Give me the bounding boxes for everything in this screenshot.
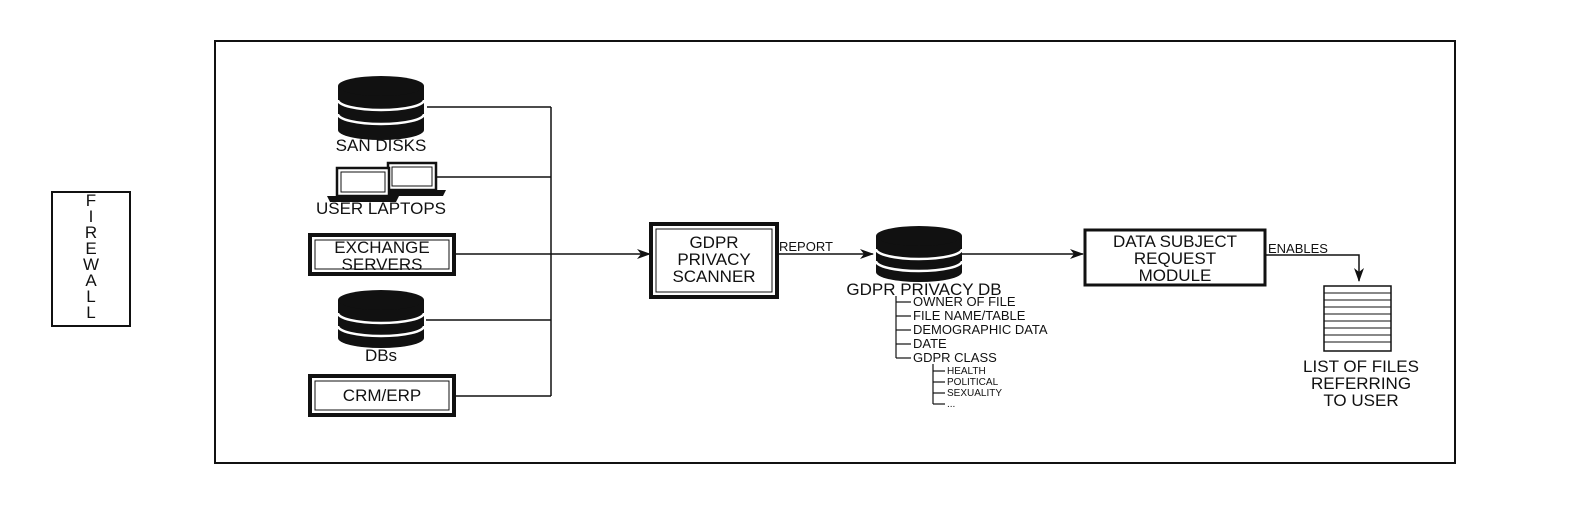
network-boundary [214, 40, 1456, 464]
firewall-letter: I [89, 207, 94, 226]
firewall-letter: R [85, 223, 97, 242]
list-output-line2: REFERRING [1311, 374, 1411, 393]
enables-arrow [1265, 254, 1364, 282]
gdpr-privacy-scanner-box: GDPR PRIVACY SCANNER [649, 222, 779, 299]
firewall-box: F I R E W A L L [51, 191, 131, 327]
dbs-source: DBs [336, 290, 426, 365]
dsr-label-line3: MODULE [1139, 266, 1212, 285]
gdpr-class-item: ... [947, 399, 955, 410]
dsr-label-line1: DATA SUBJECT [1113, 232, 1237, 251]
scanner-label-line1: GDPR [689, 233, 738, 252]
crm-erp-box: CRM/ERP [308, 374, 456, 417]
database-icon [336, 76, 426, 140]
firewall-letter: L [86, 287, 95, 306]
db-field: FILE NAME/TABLE [913, 308, 1026, 323]
exchange-label-line1: EXCHANGE [334, 238, 429, 257]
exchange-label-line2: SERVERS [342, 255, 423, 274]
san-disks-source: SAN DISKS [336, 76, 427, 155]
report-label: REPORT [779, 239, 833, 254]
database-icon [336, 290, 426, 348]
firewall-letter: F [86, 191, 96, 210]
user-laptops-label: USER LAPTOPS [316, 199, 446, 218]
user-laptops-source: USER LAPTOPS [316, 161, 446, 218]
db-field: DATE [913, 336, 947, 351]
gdpr-privacy-db: GDPR PRIVACY DB OWNER OF FILE FILE NAME/… [846, 226, 1048, 410]
db-field: GDPR CLASS [913, 350, 997, 365]
laptop-icon [378, 161, 446, 196]
source-connectors [426, 106, 651, 397]
firewall-letter: W [83, 255, 99, 274]
san-disks-label: SAN DISKS [336, 136, 427, 155]
gdpr-class-item: SEXUALITY [947, 388, 1002, 399]
scanner-label-line3: SCANNER [672, 267, 755, 286]
firewall-letter: A [85, 271, 97, 290]
dsr-label-line2: REQUEST [1134, 249, 1216, 268]
db-field: DEMOGRAPHIC DATA [913, 322, 1048, 337]
enables-label: ENABLES [1268, 241, 1328, 256]
list-output-line3: TO USER [1323, 391, 1398, 410]
dbs-label: DBs [365, 346, 397, 365]
db-field: OWNER OF FILE [913, 294, 1016, 309]
file-list-icon [1323, 285, 1392, 352]
laptop-icon [327, 166, 399, 202]
exchange-servers-box: EXCHANGE SERVERS [308, 233, 456, 276]
data-subject-request-module-box: DATA SUBJECT REQUEST MODULE [1083, 228, 1267, 287]
database-icon [874, 226, 964, 282]
crm-erp-label: CRM/ERP [343, 386, 421, 405]
privacy-db-title: GDPR PRIVACY DB [846, 280, 1001, 299]
firewall-letter: E [85, 239, 96, 258]
db-field-tree [895, 296, 945, 405]
gdpr-class-item: HEALTH [947, 366, 986, 377]
scanner-label-line2: PRIVACY [677, 250, 750, 269]
gdpr-class-item: POLITICAL [947, 377, 999, 388]
firewall-letter: L [86, 303, 95, 322]
list-output-line1: LIST OF FILES [1303, 357, 1419, 376]
